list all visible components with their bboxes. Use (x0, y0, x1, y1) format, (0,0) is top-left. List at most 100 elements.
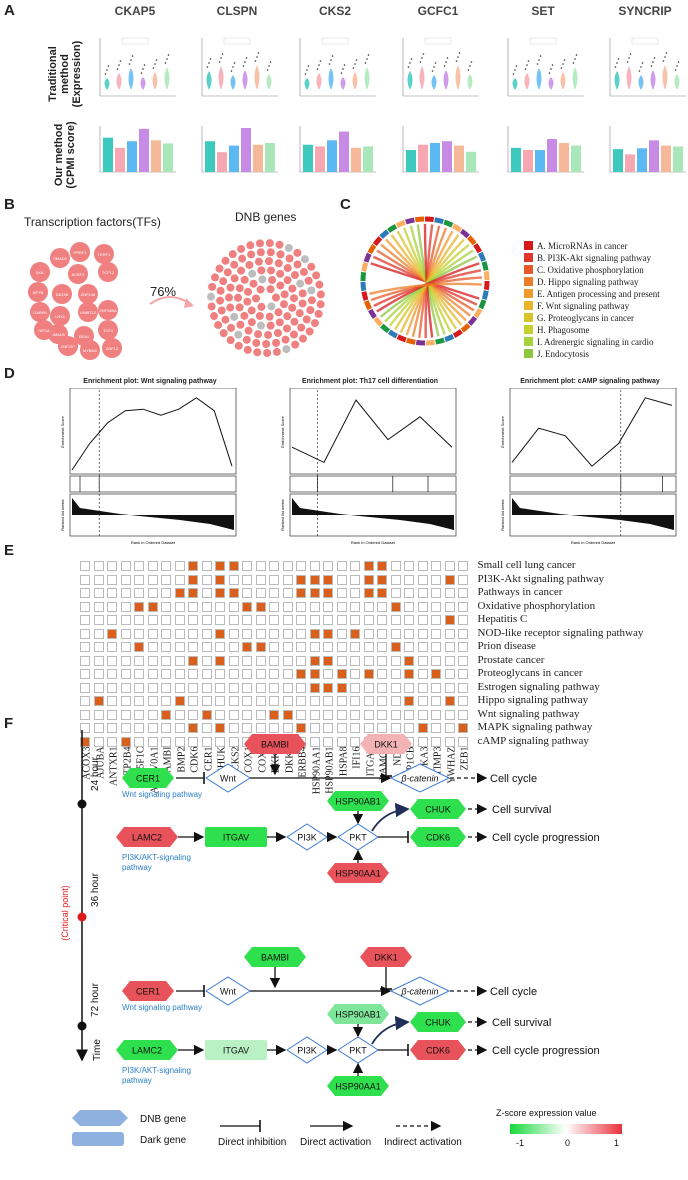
hour-24: 24 hour (90, 756, 101, 791)
gsea-title: Enrichment plot: Th17 cell differentiati… (301, 378, 439, 385)
gene-pathway-cell (377, 642, 387, 652)
violin-outlier (104, 73, 107, 75)
gene-pathway-cell (323, 696, 333, 706)
es-frame (509, 388, 677, 475)
gene-pathway-cell-filled (201, 709, 212, 720)
gene-pathway-cell (242, 669, 252, 679)
violin-outlier (407, 66, 410, 68)
gene-pathway-cell (444, 561, 455, 571)
violin-outlier (128, 63, 131, 65)
hour-36: 36 hour (90, 872, 101, 907)
gene-pathway-cell-filled (309, 655, 320, 666)
gene-pathway-cell (242, 588, 252, 598)
gene-pathway-cell (296, 642, 306, 652)
dnb-gene-node (266, 285, 275, 294)
legend-text: C. Oxidative phosphorylation (537, 264, 644, 275)
gene-pathway-cell (309, 642, 320, 652)
violin-shape (140, 77, 146, 90)
dnb-gene-node (221, 256, 230, 265)
dnb-gene-node (266, 248, 275, 257)
violin-shape (340, 77, 346, 90)
cpmi-bars-ckap5 (99, 126, 176, 173)
violin-outlier (364, 62, 367, 64)
traditional-row-label: Traditional method (Expression) (47, 32, 83, 108)
violin-outlier (342, 68, 344, 70)
violin-shape (419, 66, 425, 90)
gene-pathway-cell (296, 601, 306, 612)
gene-pathway-cell (161, 669, 171, 679)
panel-a-label: A (4, 2, 15, 19)
arrow-head (184, 298, 194, 308)
gene-pathway-cell (269, 628, 279, 639)
itgav-node (205, 1040, 267, 1060)
gene-pathway-cell (147, 736, 158, 747)
gene-pathway-cell (120, 574, 131, 585)
violin-plot-gcfc1 (402, 37, 479, 97)
violin-outlier (628, 57, 630, 59)
violin-shape (266, 74, 272, 90)
gene-pathway-cell (404, 628, 414, 639)
gene-pathway-cell (404, 615, 414, 625)
gene-pathway-cell (323, 669, 333, 679)
legend-text: I. Adrenergic signaling in cardio (537, 336, 654, 347)
pi3k-pathway-label-1: PI3K/AKT-signaling (122, 1066, 191, 1075)
gene-pathway-cell (228, 682, 239, 693)
gene-pathway-cell (377, 696, 387, 706)
legend-swatch (524, 349, 533, 358)
gene-pathway-cell (309, 723, 320, 733)
gene-pathway-cell (120, 696, 131, 706)
gene-pathway-cell (255, 588, 266, 598)
violin-outlier (232, 66, 234, 68)
tf-node-label: MYBM1 (83, 348, 98, 353)
beta-catenin-node-label: β-catenin (400, 774, 438, 784)
gsea-xlabel: Rank in Ordered Dataset (351, 540, 396, 545)
gene-pathway-cell (255, 655, 266, 666)
gene-pathway-cell (363, 682, 374, 693)
gene-pathway-cell (188, 628, 198, 639)
dnb-gene-node (234, 293, 243, 302)
dnb-gene-node (252, 338, 261, 347)
gene-pathway-cell (350, 574, 360, 585)
gene-pathway-cell (444, 682, 455, 693)
dnb-gene-node (282, 345, 291, 354)
pathway-label: PI3K-Akt signaling pathway (477, 572, 604, 585)
gene-pathway-cell (390, 669, 401, 679)
es-line (511, 397, 673, 467)
dnb-gene-node (272, 338, 281, 347)
violin-outlier (367, 54, 370, 56)
chord-ring-segment (467, 315, 478, 326)
cpmi-bar (547, 139, 557, 172)
gene-pathway-cell (404, 601, 414, 612)
gene-pathway-cell (161, 723, 171, 733)
dnb-gene-node (279, 300, 288, 309)
legend-row: B. PI3K-Akt signaling pathway (524, 252, 686, 263)
dnb-gene-node (266, 321, 275, 330)
gene-pathway-cell (444, 669, 455, 679)
gene-pathway-cell (323, 561, 333, 571)
hits-frame (289, 475, 457, 493)
gene-pathway-cell (431, 709, 441, 720)
metric-area (72, 498, 234, 530)
gene-pathway-cell (282, 588, 293, 598)
tf-node (78, 302, 98, 322)
gene-pathway-cell (350, 723, 360, 733)
violin-outlier (526, 64, 528, 66)
tf-node (98, 300, 118, 320)
gene-pathway-cell (350, 696, 360, 706)
chord-ring-segment (478, 299, 487, 310)
gene-pathway-cell (269, 601, 279, 612)
cpmi-bar (649, 140, 659, 172)
dnb-gene-node (304, 276, 313, 285)
gene-pathway-cell (134, 736, 144, 747)
cpmi-bar (253, 144, 263, 172)
gene-pathway-cell (323, 642, 333, 652)
dnb-gene-node (288, 284, 297, 293)
gene-pathway-cell (228, 669, 239, 679)
dnb-gene-node (283, 264, 292, 273)
gene-pathway-cell (309, 601, 320, 612)
gene-pathway-cell (107, 574, 117, 585)
violin-legend (321, 37, 349, 45)
dnb-gene-node (306, 306, 315, 315)
dkk1-node-label: DKK1 (374, 953, 398, 963)
tf-node (102, 338, 122, 358)
